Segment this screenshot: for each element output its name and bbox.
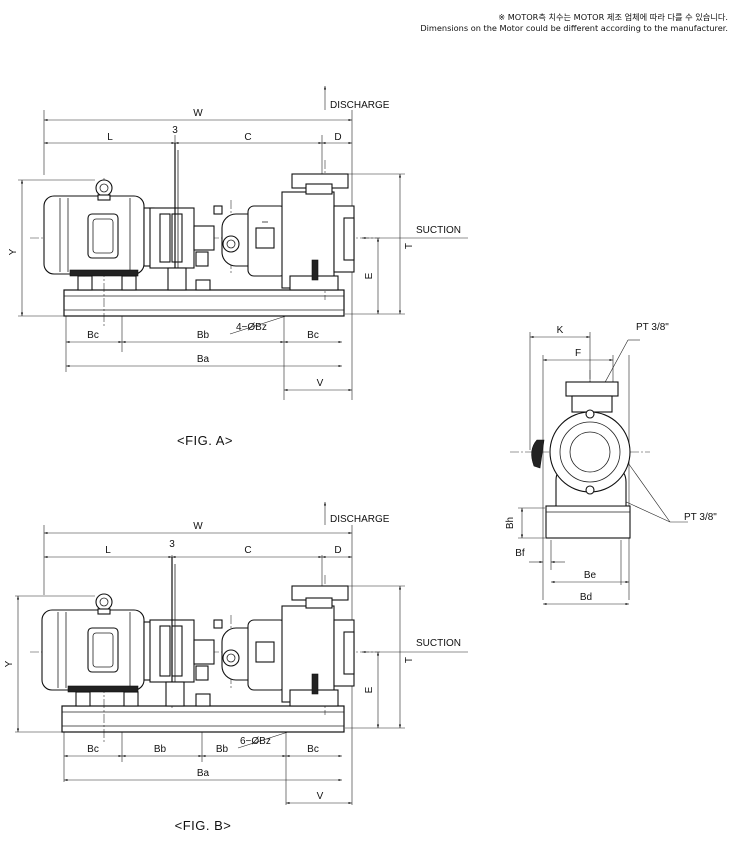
fig-b-label-suction: SUCTION bbox=[416, 638, 461, 649]
fig-a-label-v: V bbox=[317, 378, 324, 389]
fig-a-label-bz: 4−ØBz bbox=[236, 322, 267, 333]
note-korean: ※ MOTOR측 치수는 MOTOR 제조 업체에 따라 다를 수 있습니다. bbox=[498, 12, 728, 22]
fig-b-label-e: E bbox=[364, 686, 375, 693]
side-label-be: Be bbox=[584, 570, 597, 581]
fig-b-label-bc-right: Bc bbox=[307, 744, 319, 755]
fig-b-label-bb-2: Bb bbox=[216, 744, 229, 755]
fig-a-label-bc-right: Bc bbox=[307, 330, 319, 341]
note-english: Dimensions on the Motor could be differe… bbox=[420, 23, 728, 33]
fig-a-label-t: T bbox=[404, 243, 415, 249]
fig-b: W L 3 C D DISCHARGE SUCTION Y T E Bc Bb … bbox=[4, 502, 468, 833]
side-label-pt-top: PT 3/8" bbox=[636, 322, 669, 333]
fig-b-label-bb-1: Bb bbox=[154, 744, 167, 755]
fig-b-label-t: T bbox=[404, 657, 415, 663]
fig-b-label-discharge: DISCHARGE bbox=[330, 514, 390, 525]
fig-b-label-y: Y bbox=[4, 660, 15, 667]
fig-a-label-bb: Bb bbox=[197, 330, 210, 341]
side-label-k: K bbox=[557, 325, 564, 336]
fig-b-label-v: V bbox=[317, 791, 324, 802]
fig-b-label-d: D bbox=[334, 545, 341, 556]
fig-a: W L 3 C D DISCHARGE SUCTION Y T E Bc Bb … bbox=[8, 86, 468, 448]
manufacturer-note: ※ MOTOR측 치수는 MOTOR 제조 업체에 따라 다를 수 있습니다. … bbox=[300, 12, 728, 34]
fig-b-label-3: 3 bbox=[169, 539, 175, 550]
side-view: K F PT 3/8" PT 3/8" Bh Bf Be Bd bbox=[505, 322, 717, 606]
fig-a-label-bc-left: Bc bbox=[87, 330, 99, 341]
fig-a-label-discharge: DISCHARGE bbox=[330, 100, 390, 111]
fig-b-label-ba: Ba bbox=[197, 768, 210, 779]
fig-a-caption: <FIG. A> bbox=[177, 433, 233, 448]
side-label-bd: Bd bbox=[580, 592, 592, 603]
fig-b-label-w: W bbox=[193, 521, 203, 532]
fig-a-label-d: D bbox=[334, 132, 341, 143]
fig-b-label-l: L bbox=[105, 545, 111, 556]
fig-a-label-suction: SUCTION bbox=[416, 225, 461, 236]
fig-b-caption: <FIG. B> bbox=[175, 818, 232, 833]
side-label-bf: Bf bbox=[515, 548, 525, 559]
fig-b-label-bc-left: Bc bbox=[87, 744, 99, 755]
side-label-pt-side: PT 3/8" bbox=[684, 512, 717, 523]
fig-a-label-e: E bbox=[364, 272, 375, 279]
fig-a-label-c: C bbox=[244, 132, 251, 143]
fig-a-label-y: Y bbox=[8, 248, 19, 255]
side-label-bh: Bh bbox=[505, 517, 516, 529]
fig-b-label-bz: 6−ØBz bbox=[240, 736, 271, 747]
side-label-f: F bbox=[575, 348, 581, 359]
fig-a-label-l: L bbox=[107, 132, 113, 143]
fig-a-label-w: W bbox=[193, 108, 203, 119]
fig-b-label-c: C bbox=[244, 545, 251, 556]
fig-a-label-ba: Ba bbox=[197, 354, 210, 365]
fig-a-label-3: 3 bbox=[172, 125, 178, 136]
